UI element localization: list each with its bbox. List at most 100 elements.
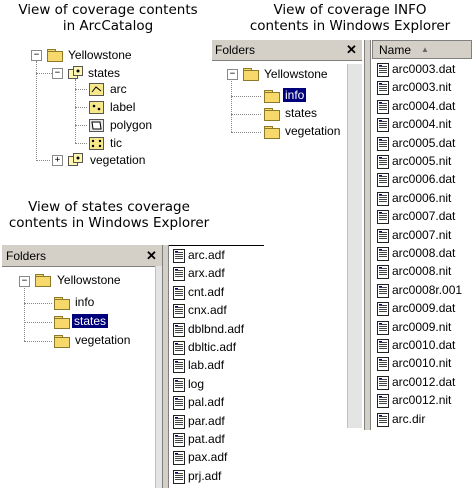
file-icon <box>173 322 185 337</box>
file-row[interactable]: arc.dir <box>372 410 472 428</box>
file-row[interactable]: arc0006.dat <box>372 170 472 188</box>
file-icon <box>377 81 389 96</box>
column-header-name[interactable]: Name ▲ <box>372 40 472 59</box>
file-row[interactable]: arc0010.dat <box>372 336 472 354</box>
file-icon <box>377 228 389 243</box>
list-top-border <box>164 245 264 246</box>
file-icon <box>173 267 185 282</box>
folder-vegetation[interactable]: vegetation <box>75 333 131 347</box>
file-name: dblbnd.adf <box>188 321 245 336</box>
folder-yellowstone[interactable]: Yellowstone <box>57 273 121 287</box>
file-name: arc0007.dat <box>392 209 456 224</box>
tic-feature-icon <box>89 137 104 150</box>
tree-line <box>24 285 25 341</box>
caption-line: contents in Windows Explorer <box>249 18 451 34</box>
collapse-toggle[interactable]: − <box>19 276 30 287</box>
folder-icon <box>47 49 63 62</box>
tree-item-polygon[interactable]: polygon <box>110 118 153 132</box>
tree-item-vegetation[interactable]: vegetation <box>90 153 146 167</box>
file-row[interactable]: log <box>168 375 268 393</box>
tree-line <box>36 73 56 74</box>
file-row[interactable]: pat.adf <box>168 430 268 448</box>
file-row[interactable]: dbltic.adf <box>168 338 268 356</box>
file-icon <box>377 320 389 335</box>
column-header-label: Name <box>379 43 412 57</box>
file-name: arc0004.dat <box>392 98 456 113</box>
file-row[interactable]: pal.adf <box>168 393 268 411</box>
tree-line <box>24 322 52 323</box>
file-row[interactable]: par.adf <box>168 412 268 430</box>
file-icon <box>377 210 389 225</box>
folder-icon <box>35 274 51 287</box>
file-row[interactable]: arc0012.dat <box>372 373 472 391</box>
file-row[interactable]: cnt.adf <box>168 283 268 301</box>
folder-yellowstone[interactable]: Yellowstone <box>264 67 328 81</box>
folder-icon <box>264 108 280 121</box>
file-name: arc0006.nit <box>392 190 452 205</box>
file-name: arc0005.nit <box>392 154 452 168</box>
file-row[interactable]: arc0009.nit <box>372 318 472 336</box>
scrollbar[interactable] <box>155 266 162 488</box>
file-icon <box>377 247 389 261</box>
file-row[interactable]: arc0004.dat <box>372 97 472 115</box>
coverage-icon <box>68 66 83 79</box>
tree-item-yellowstone[interactable]: Yellowstone <box>68 48 132 62</box>
folder-states[interactable]: states <box>72 314 109 328</box>
label-feature-icon <box>89 101 104 114</box>
pane-splitter[interactable] <box>162 245 169 488</box>
file-row[interactable]: cnx.adf <box>168 301 268 319</box>
file-row[interactable]: arc0008.nit <box>372 262 472 280</box>
file-name: cnt.adf <box>188 284 225 299</box>
collapse-toggle[interactable]: − <box>31 50 42 61</box>
file-row[interactable]: arc0007.nit <box>372 226 472 244</box>
tree-item-label[interactable]: label <box>110 100 136 114</box>
file-icon <box>173 377 185 392</box>
file-row[interactable]: arc.adf <box>168 246 268 264</box>
tree-item-arc[interactable]: arc <box>110 82 127 96</box>
file-row[interactable]: arc0006.nit <box>372 189 472 207</box>
file-row[interactable]: arc0005.nit <box>372 152 472 170</box>
file-row[interactable]: arc0009.dat <box>372 299 472 317</box>
file-name: par.adf <box>188 413 225 428</box>
pane-splitter[interactable] <box>364 40 371 430</box>
tree-line <box>36 160 50 161</box>
folder-open-icon <box>264 90 280 103</box>
file-row[interactable]: lab.adf <box>168 356 268 374</box>
file-row[interactable]: arc0003.nit <box>372 78 472 96</box>
file-row[interactable]: arc0004.nit <box>372 115 472 133</box>
close-icon[interactable]: ✕ <box>146 248 157 263</box>
file-name: arc0008.dat <box>392 246 456 260</box>
folder-info[interactable]: info <box>75 295 95 309</box>
folder-vegetation[interactable]: vegetation <box>285 124 341 138</box>
file-row[interactable]: arx.adf <box>168 264 268 282</box>
file-row[interactable]: dblbnd.adf <box>168 320 268 338</box>
collapse-toggle[interactable]: − <box>52 68 63 79</box>
folder-open-icon <box>54 316 70 329</box>
tree-item-tic[interactable]: tic <box>110 136 122 150</box>
tree-line <box>24 303 52 304</box>
file-row[interactable]: arc0003.dat <box>372 60 472 78</box>
caption-line: in ArcCatalog <box>62 18 154 34</box>
file-row[interactable]: arc0008r.001 <box>372 281 472 299</box>
file-row[interactable]: arc0010.nit <box>372 354 472 372</box>
file-row[interactable]: arc0005.dat <box>372 134 472 152</box>
file-name: prj.adf <box>188 468 222 483</box>
tree-line <box>36 61 37 161</box>
file-name: pax.adf <box>188 450 228 465</box>
close-icon[interactable]: ✕ <box>346 42 357 57</box>
file-row[interactable]: prj.adf <box>168 467 268 485</box>
tree-item-states[interactable]: states <box>88 66 121 80</box>
tree-line <box>75 125 87 126</box>
folder-info[interactable]: info <box>283 88 307 102</box>
file-icon <box>377 173 389 188</box>
file-row[interactable]: arc0007.dat <box>372 207 472 225</box>
folders-pane-header: Folders ✕ <box>212 40 362 61</box>
folder-states[interactable]: states <box>285 106 318 120</box>
file-row[interactable]: arc0008.dat <box>372 244 472 262</box>
file-row[interactable]: pax.adf <box>168 448 268 466</box>
scrollbar[interactable] <box>347 64 362 428</box>
expand-toggle[interactable]: + <box>52 155 63 166</box>
collapse-toggle[interactable]: − <box>227 69 238 80</box>
file-row[interactable]: arc0012.nit <box>372 391 472 409</box>
